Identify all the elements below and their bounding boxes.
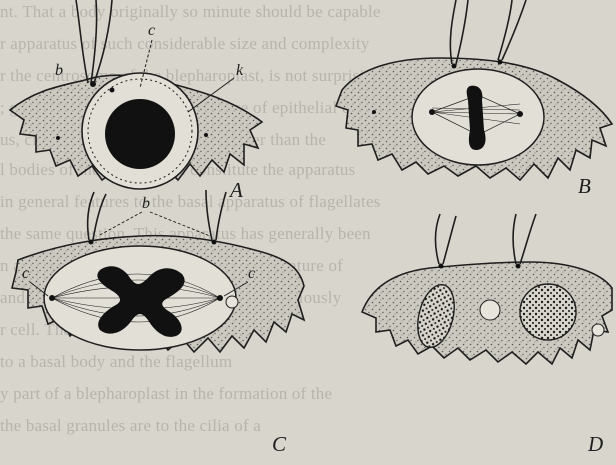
panel-label-c: C [272, 432, 286, 457]
lead-label-k: k [236, 62, 243, 80]
lead-label-c: c [248, 265, 255, 283]
cytoplasm-vacuole [480, 300, 500, 320]
lead-label-b: b [55, 62, 63, 80]
panel-label-d: D [588, 432, 603, 457]
flagellum [206, 190, 212, 240]
flagellum [435, 214, 440, 264]
cell-panel-d [362, 214, 612, 364]
centriole-dot [517, 111, 523, 117]
lead-label-b: b [142, 195, 150, 213]
flagellum [520, 214, 536, 264]
daughter-nucleus [520, 284, 576, 340]
flagellum [93, 194, 106, 240]
lead-line [98, 212, 142, 236]
cytoplasm-dot [204, 133, 208, 137]
flagellum [91, 0, 97, 83]
panel-label-a: A [230, 178, 243, 203]
cytoplasm-vacuole [226, 296, 238, 308]
cytoplasm-dot [56, 136, 60, 140]
flagellum [443, 216, 456, 264]
cytoplasm-dot [372, 110, 376, 114]
cell-panel-c [12, 190, 304, 352]
centrosome-dot [212, 240, 217, 245]
centrosome-dot [498, 60, 503, 65]
centriole-dot [49, 295, 55, 301]
cell-panel-a [10, 0, 262, 189]
panel-label-b: B [578, 174, 591, 199]
centriole-dot [429, 109, 435, 115]
cell-panel-b [336, 0, 612, 180]
lead-line [150, 212, 210, 236]
flagellum [513, 214, 516, 264]
centrosome-dot [439, 264, 444, 269]
lead-label-c: c [148, 22, 155, 40]
flagellum [76, 0, 88, 83]
flagellum [216, 192, 226, 240]
nucleus [105, 99, 175, 169]
cytoplasm-vacuole [592, 324, 604, 336]
lead-label-c: c [22, 265, 29, 283]
flagellum [88, 192, 94, 240]
flagellum [450, 0, 456, 64]
flagellum [498, 0, 512, 60]
centrosome-dot [89, 240, 94, 245]
centrosome-dot [110, 88, 115, 93]
flagellum [456, 0, 468, 64]
centriole-dot [217, 295, 223, 301]
centrosome-dot [452, 64, 457, 69]
centrosome-dot [516, 264, 521, 269]
